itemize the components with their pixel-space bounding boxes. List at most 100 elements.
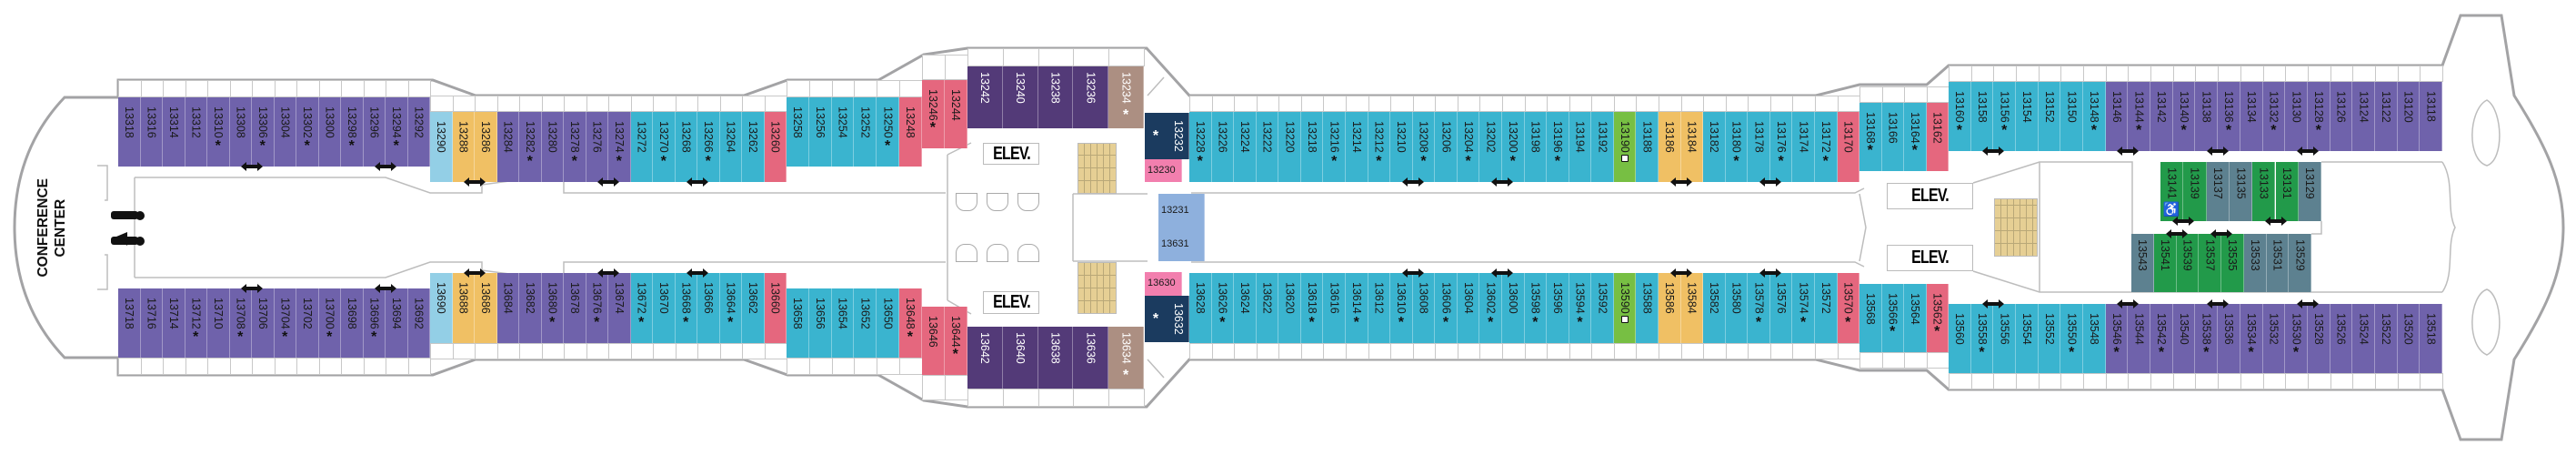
cabin-13254[interactable]: 13254 [831, 97, 855, 167]
cabin-13200[interactable]: 13200* [1501, 112, 1525, 182]
cabin-13240[interactable]: 13240 [1002, 66, 1038, 128]
cabin-13310[interactable]: 13310* [207, 97, 230, 167]
cabin-13662[interactable]: 13662 [742, 273, 765, 343]
cabin-13654[interactable]: 13654 [831, 288, 855, 358]
cabin-13674[interactable]: 13674 [608, 273, 631, 343]
cabin-13582[interactable]: 13582 [1703, 273, 1726, 343]
cabin-13533[interactable]: 13533 [2243, 234, 2267, 292]
cabin-13244[interactable]: 13244 [944, 80, 967, 148]
cabin-13536[interactable]: 13536 [2218, 304, 2240, 373]
cabin-13638[interactable]: 13638 [1037, 327, 1074, 389]
cabin-13180[interactable]: 13180* [1725, 112, 1749, 182]
cabin-13600[interactable]: 13600 [1501, 273, 1525, 343]
cabin-13246[interactable]: 13246* [922, 80, 945, 148]
cabin-13568[interactable]: 13568 [1859, 284, 1882, 352]
cabin-13276[interactable]: 13276 [586, 112, 608, 182]
cabin-13228[interactable]: 13228* [1189, 112, 1212, 182]
cabin-13174[interactable]: 13174 [1792, 112, 1815, 182]
cabin-13676[interactable]: 13676* [586, 273, 608, 343]
cabin-13666[interactable]: 13666 [697, 273, 720, 343]
cabin-13590[interactable]: 13590 [1613, 273, 1637, 343]
cabin-13660[interactable]: 13660 [764, 273, 787, 343]
cabin-13658[interactable]: 13658 [787, 288, 809, 358]
cabin-13202[interactable]: 13202 [1479, 112, 1502, 182]
cabin-13216[interactable]: 13216* [1323, 112, 1346, 182]
cabin-13248[interactable]: 13248 [899, 97, 922, 167]
cabin-13652[interactable]: 13652 [854, 288, 877, 358]
cabin-13552[interactable]: 13552 [2038, 304, 2061, 373]
cabin-13176[interactable]: 13176* [1769, 112, 1793, 182]
cabin-13160[interactable]: 13160* [1949, 82, 1971, 151]
cabin-13218[interactable]: 13218 [1300, 112, 1324, 182]
cabin-13538[interactable]: 13538* [2195, 304, 2219, 373]
cabin-13204[interactable]: 13204* [1457, 112, 1480, 182]
cabin-13156[interactable]: 13156* [1993, 82, 2017, 151]
cabin-13622[interactable]: 13622 [1256, 273, 1279, 343]
cabin-13128[interactable]: 13128* [2307, 82, 2330, 151]
cabin-13274[interactable]: 13274* [608, 112, 631, 182]
cabin-13282[interactable]: 13282* [519, 112, 542, 182]
cabin-13634[interactable]: 13634* [1108, 327, 1144, 389]
cabin-13696[interactable]: 13696* [363, 288, 386, 358]
cabin-13718[interactable]: 13718 [118, 288, 141, 358]
cabin-13210[interactable]: 13210 [1390, 112, 1413, 182]
cabin-13537[interactable]: 13537 [2199, 234, 2221, 292]
cabin-13131[interactable]: 13131 [2275, 162, 2299, 221]
cabin-13531[interactable]: 13531 [2266, 234, 2290, 292]
cabin-13522[interactable]: 13522 [2374, 304, 2398, 373]
cabin-13168[interactable]: 13168* [1859, 103, 1882, 171]
cabin-13300[interactable]: 13300 [318, 97, 341, 167]
cabin-13150[interactable]: 13150 [2060, 82, 2084, 151]
cabin-13164[interactable]: 13164* [1904, 103, 1927, 171]
cabin-13144[interactable]: 13144* [2128, 82, 2151, 151]
cabin-13278[interactable]: 13278* [564, 112, 586, 182]
cabin-13308[interactable]: 13308 [229, 97, 252, 167]
cabin-13166[interactable]: 13166 [1881, 103, 1904, 171]
cabin-13234[interactable]: 13234* [1108, 66, 1144, 128]
cabin-13272[interactable]: 13272 [630, 112, 653, 182]
cabin-13270[interactable]: 13270* [653, 112, 676, 182]
cabin-13570[interactable]: 13570* [1837, 273, 1860, 343]
cabin-13630[interactable]: 13630 [1145, 272, 1182, 296]
cabin-13316[interactable]: 13316 [140, 97, 163, 167]
cabin-13196[interactable]: 13196* [1547, 112, 1569, 182]
cabin-13694[interactable]: 13694 [386, 288, 408, 358]
cabin-13672[interactable]: 13672* [630, 273, 653, 343]
cabin-13138[interactable]: 13138 [2195, 82, 2219, 151]
cabin-13535[interactable]: 13535 [2221, 234, 2244, 292]
cabin-13688[interactable]: 13688 [452, 273, 475, 343]
cabin-13141[interactable]: 13141♿ [2160, 162, 2184, 221]
cabin-13526[interactable]: 13526 [2330, 304, 2353, 373]
cabin-13574[interactable]: 13574* [1792, 273, 1815, 343]
cabin-13252[interactable]: 13252 [854, 97, 877, 167]
cabin-13614[interactable]: 13614* [1345, 273, 1368, 343]
cabin-13626[interactable]: 13626* [1211, 273, 1235, 343]
cabin-13226[interactable]: 13226 [1211, 112, 1235, 182]
cabin-13572[interactable]: 13572 [1814, 273, 1838, 343]
cabin-13578[interactable]: 13578* [1748, 273, 1770, 343]
cabin-13188[interactable]: 13188 [1636, 112, 1659, 182]
cabin-13170[interactable]: 13170 [1837, 112, 1860, 182]
cabin-13250[interactable]: 13250* [877, 97, 899, 167]
cabin-13198[interactable]: 13198 [1524, 112, 1548, 182]
cabin-13524[interactable]: 13524 [2352, 304, 2375, 373]
cabin-13576[interactable]: 13576 [1769, 273, 1793, 343]
cabin-13236[interactable]: 13236 [1073, 66, 1109, 128]
cabin-13302[interactable]: 13302* [296, 97, 319, 167]
cabin-13692[interactable]: 13692 [407, 288, 430, 358]
cabin-13616[interactable]: 13616 [1323, 273, 1346, 343]
cabin-13556[interactable]: 13556 [1993, 304, 2017, 373]
cabin-13135[interactable]: 13135 [2229, 162, 2253, 221]
cabin-13130[interactable]: 13130 [2285, 82, 2308, 151]
cabin-13664[interactable]: 13664* [719, 273, 742, 343]
cabin-13714[interactable]: 13714 [163, 288, 185, 358]
cabin-13596[interactable]: 13596 [1547, 273, 1569, 343]
cabin-13292[interactable]: 13292 [407, 97, 430, 167]
cabin-13542[interactable]: 13542* [2150, 304, 2173, 373]
cabin-13592[interactable]: 13592 [1591, 273, 1614, 343]
cabin-13558[interactable]: 13558* [1970, 304, 1994, 373]
cabin-13222[interactable]: 13222 [1256, 112, 1279, 182]
cabin-13118[interactable]: 13118 [2420, 82, 2442, 151]
cabin-13306[interactable]: 13306* [252, 97, 275, 167]
cabin-13224[interactable]: 13224 [1234, 112, 1257, 182]
